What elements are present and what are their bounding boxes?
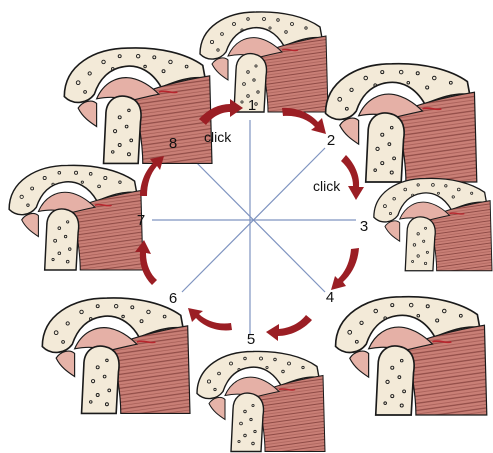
curved-arrow-icon <box>199 99 243 125</box>
position-number-1: 1 <box>248 97 256 114</box>
click-label: click <box>313 178 341 194</box>
spoke-lines <box>152 120 356 335</box>
position-labels: 1 2 click 3 4 5 6 7 8 click <box>137 97 368 348</box>
click-label: click <box>204 129 232 145</box>
position-number-6: 6 <box>169 290 177 307</box>
position-number-2: 2 <box>327 132 335 149</box>
curved-arrow-icon <box>341 155 364 200</box>
position-number-5: 5 <box>247 331 255 348</box>
tmj-illustration-7 <box>8 164 144 271</box>
position-number-8: 8 <box>169 135 177 152</box>
tmj-illustration-6 <box>41 297 191 415</box>
tmj-illustration-4 <box>334 295 488 416</box>
curved-arrow-icon <box>140 156 164 196</box>
curved-arrow-icon <box>135 240 157 285</box>
tmj-illustration-3 <box>373 177 493 272</box>
curved-arrow-icon <box>282 107 326 134</box>
curved-arrow-icon <box>188 308 232 331</box>
cycle-arrows <box>135 99 364 341</box>
position-number-7: 7 <box>137 212 145 229</box>
tmj-illustration-8 <box>63 47 213 165</box>
tmj-illustration-5 <box>196 350 326 453</box>
tmj-illustration-1 <box>199 11 329 113</box>
position-number-4: 4 <box>326 289 334 306</box>
curved-arrow-icon <box>266 315 312 341</box>
position-number-3: 3 <box>360 218 368 235</box>
curved-arrow-icon <box>331 248 359 290</box>
